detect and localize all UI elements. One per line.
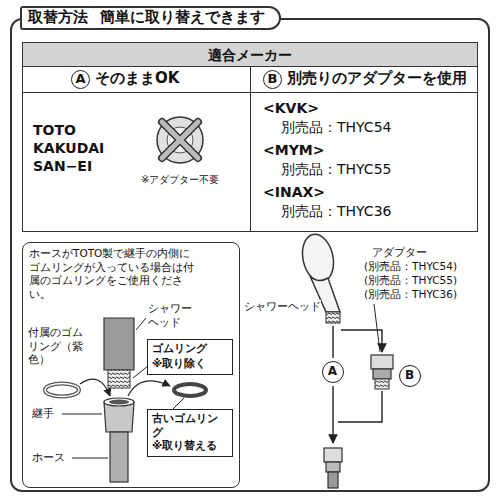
part-number: (別売品：THYC36) (364, 288, 457, 302)
swap-arrows (80, 379, 170, 396)
supplied-ring (45, 384, 79, 397)
column-head: B 別売りのアダプターを使用 (251, 67, 477, 93)
node-text: B (400, 366, 419, 385)
supplied-ring (45, 384, 79, 397)
supplied-ring (45, 384, 79, 397)
joint (104, 398, 134, 432)
callout-box: ゴムリング※取り除く (147, 339, 233, 375)
part-number: (別売品：THYC54) (364, 260, 457, 274)
swap-arrows (128, 381, 170, 396)
part-number: (別売品：THYC55) (364, 274, 457, 288)
no-adapter-icon (157, 117, 203, 163)
part-name: シャワーヘッド (148, 302, 196, 329)
adapter-leader (374, 304, 380, 352)
heading: 簡単に取り替えできます (94, 6, 281, 30)
node-text: ※アダプター不要 (141, 173, 219, 186)
route-arrows (333, 326, 382, 443)
node-text: 適合メーカー (23, 43, 477, 67)
leader-lines (133, 366, 148, 378)
hose-end (328, 472, 338, 488)
hose-end (324, 448, 342, 462)
part-name: 付属のゴムリング（紫色） (28, 326, 88, 367)
shower-stem (108, 370, 130, 388)
node-text: B (263, 70, 282, 89)
maker-table: A そのままOK B 別売りのアダプターを使用 TOTO KAKUDAI SAN−EI ※… (22, 42, 478, 232)
callout-box: 古いゴムリング※取り替える (147, 409, 233, 457)
node-text: 別売品：THYC54 (281, 118, 391, 136)
adapter (373, 369, 391, 379)
node-text: A (71, 70, 90, 89)
adapter (371, 355, 393, 389)
table-cell: <KVK>別売品：THYC54 <MYM>別売品：THYC55 <INAX>別売品：… (251, 93, 477, 231)
leader-lines (72, 458, 108, 459)
adapter (371, 355, 393, 369)
node-text: <MYM> (263, 141, 324, 159)
node-text: そのままOK (95, 69, 179, 89)
old-ring (174, 384, 206, 396)
hose (110, 432, 128, 482)
no-adapter-icon (162, 122, 198, 158)
shower-head (326, 312, 340, 323)
no-adapter-icon (162, 122, 198, 158)
shower-stem (104, 318, 134, 370)
part-name: 継手 (32, 407, 54, 421)
node-text: 別売品：THYC55 (281, 160, 391, 178)
route-arrows (332, 386, 333, 443)
part-name: アダプター (372, 246, 427, 260)
route-arrows (341, 330, 382, 352)
leader-lines (136, 318, 146, 330)
node-text: 別売りのアダプターを使用 (287, 69, 467, 88)
column-head: A そのままOK (23, 67, 251, 93)
node-text: ※取り替える (152, 439, 228, 453)
shower-head (298, 231, 337, 284)
no-adapter-icon (162, 122, 198, 158)
route-arrows (338, 391, 382, 422)
node-text: TOTO KAKUDAI SAN−EI (33, 121, 119, 176)
node-text: <KVK> (263, 99, 319, 117)
joint (104, 398, 134, 406)
route-circle: A (322, 361, 344, 383)
adapter (375, 379, 389, 389)
heading: 取替方法 (20, 6, 96, 30)
node-text: 古いゴムリング (152, 412, 228, 439)
joint (109, 400, 129, 405)
hose-end (324, 448, 342, 488)
old-ring (174, 384, 206, 396)
shower-stem (104, 318, 134, 388)
swap-arrows (80, 379, 110, 396)
node-text: ゴムリング (152, 342, 228, 356)
node-text: <INAX> (263, 183, 325, 201)
node-text: A (323, 362, 342, 381)
route-arrows (332, 326, 333, 358)
node-text: ※取り除く (152, 357, 228, 371)
no-adapter-icon (157, 117, 203, 163)
node-text: ホースがTOTO製で継手の内側にゴムリングが入っている場合は付属のゴムリングをご… (29, 247, 201, 302)
node-text: 別売品：THYC36 (281, 202, 391, 220)
leader-lines (62, 414, 102, 415)
table-cell: TOTO KAKUDAI SAN−EI ※アダプター不要 (23, 93, 251, 231)
hose-end (326, 462, 340, 472)
part-name: シャワーヘッド (244, 300, 321, 314)
route-circle: B (399, 365, 421, 387)
adapter-leader (374, 304, 380, 352)
no-adapter-icon (162, 122, 198, 158)
hose (110, 432, 128, 482)
part-name: ホース (32, 451, 65, 465)
